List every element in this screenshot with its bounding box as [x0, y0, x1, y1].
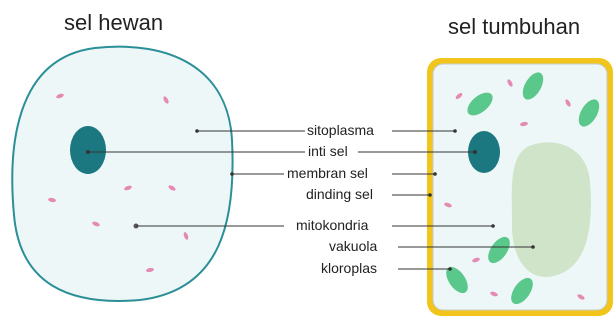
label-dinding-sel: dinding sel	[306, 186, 373, 202]
plant-cell	[427, 58, 613, 316]
label-vakuola: vakuola	[329, 238, 377, 254]
label-sitoplasma: sitoplasma	[307, 122, 374, 138]
plant-vacuole	[512, 142, 591, 277]
animal-cell	[12, 47, 232, 301]
label-inti-sel: inti sel	[308, 143, 348, 159]
label-mitokondria: mitokondria	[296, 217, 369, 233]
label-kloroplas: kloroplas	[321, 260, 377, 276]
animal-cell-membrane	[12, 47, 232, 301]
label-membran-sel: membran sel	[287, 165, 368, 181]
